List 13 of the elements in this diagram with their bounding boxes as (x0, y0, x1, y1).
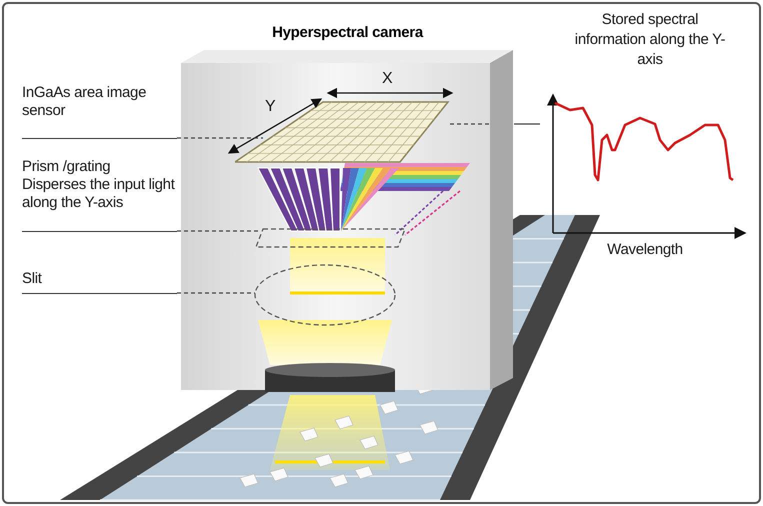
callout-label: Slit (22, 270, 177, 294)
callout-label: Prism /grating (22, 158, 112, 176)
callout-label: InGaAs area image sensor (22, 84, 177, 139)
chart-title: Stored spectral information along the Y-axis (574, 10, 726, 70)
heading: Hyperspectral camera (271, 24, 424, 41)
axis-label: X (382, 70, 392, 88)
callout-label: Disperses the input light along the Y-axis (22, 176, 176, 212)
leader-line (450, 123, 540, 125)
axis-label: Y (265, 98, 276, 116)
leader-line (177, 137, 263, 139)
leader-line (177, 292, 255, 294)
leader-line (177, 230, 258, 232)
axis-label: Wavelength (606, 241, 684, 259)
